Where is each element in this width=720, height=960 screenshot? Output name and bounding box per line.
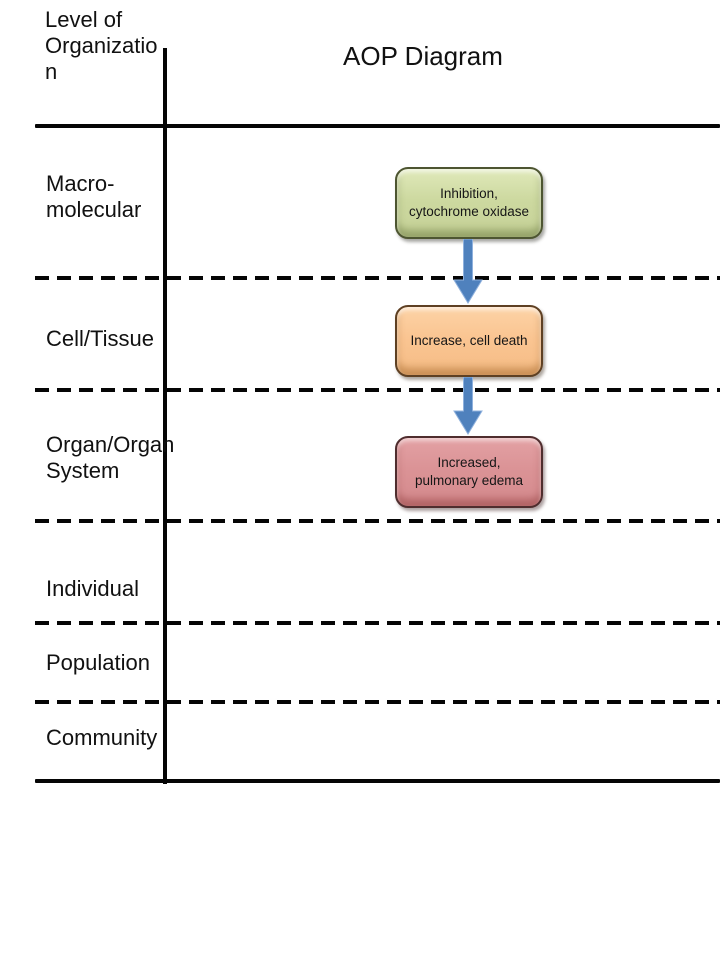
level-of-organization-header: Level of Organizatio n [45, 7, 158, 85]
row-divider [35, 621, 720, 625]
down-arrow-icon [453, 377, 483, 435]
row-divider [35, 519, 720, 523]
row-label-macromolecular: Macro- molecular [46, 171, 142, 222]
header-line: Level of [45, 7, 123, 32]
row-divider [35, 388, 720, 392]
row-divider [35, 276, 720, 280]
table-top-border [35, 124, 720, 128]
row-label-cell-tissue: Cell/Tissue [46, 326, 154, 351]
row-divider [35, 700, 720, 704]
row-label-population: Population [46, 650, 150, 675]
row-label-individual: Individual [46, 576, 139, 601]
page-title: AOP Diagram [343, 41, 503, 71]
table-bottom-border [35, 779, 720, 783]
down-arrow-icon [453, 239, 483, 304]
row-label-community: Community [46, 725, 158, 750]
node-increased-pulmonary-edema: Increased, pulmonary edema [395, 436, 543, 508]
header-line: n [45, 59, 58, 84]
header-line: Organizatio [45, 33, 158, 58]
row-label-organ-system: Organ/Organ System [46, 432, 175, 483]
label-column-divider [163, 48, 167, 784]
node-inhibition-cytochrome-oxidase: Inhibition, cytochrome oxidase [395, 167, 543, 239]
node-increase-cell-death: Increase, cell death [395, 305, 543, 377]
